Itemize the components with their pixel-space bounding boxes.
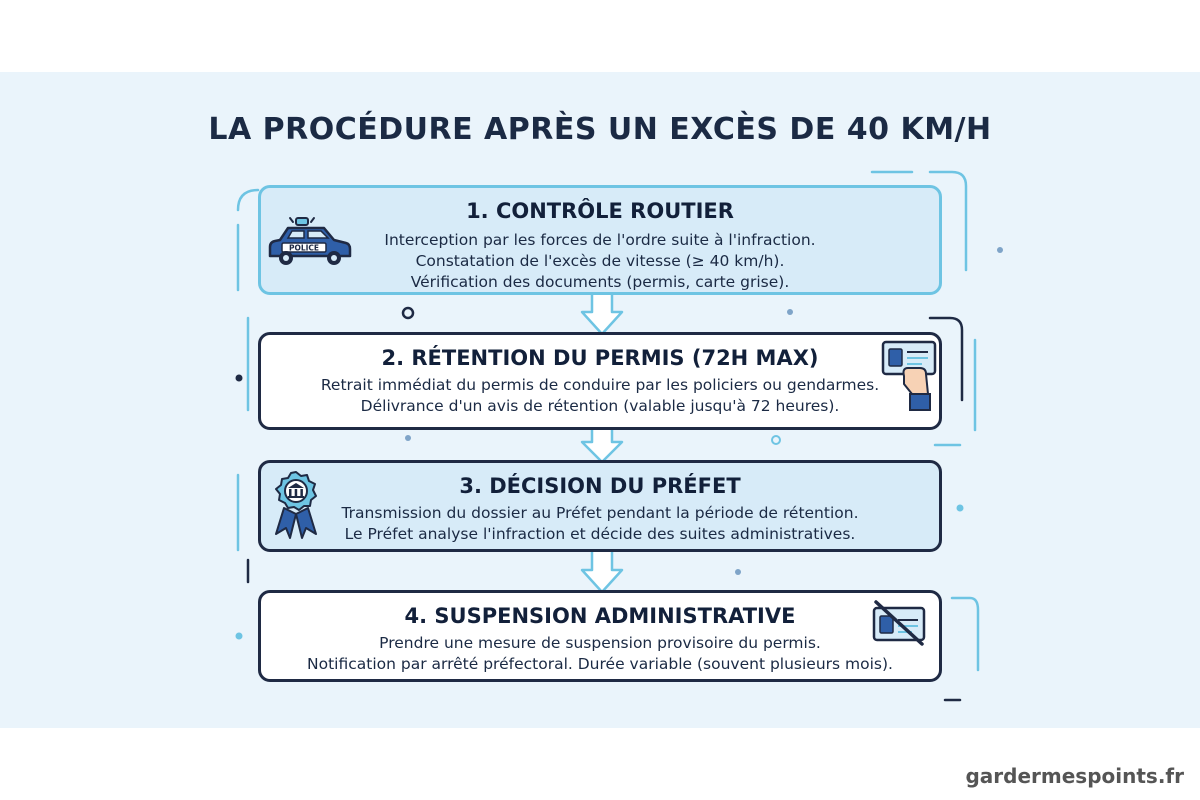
step-controle-routier: 1. CONTRÔLE ROUTIER Interception par les… [258,185,942,295]
arrow-down-icon [580,290,624,336]
step-heading: 1. CONTRÔLE ROUTIER [466,199,734,223]
police-label: POLICE [289,244,319,253]
prefecture-seal-icon [275,471,317,539]
step-line: Notification par arrêté préfectoral. Dur… [307,655,893,673]
step-heading: 2. RÉTENTION DU PERMIS (72H MAX) [381,346,819,370]
step-line: Constatation de l'excès de vitesse (≥ 40… [415,252,785,270]
page-title: LA PROCÉDURE APRÈS UN EXCÈS DE 40 KM/H [208,112,992,147]
step-line: Le Préfet analyse l'infraction et décide… [344,525,856,543]
step-line: Retrait immédiat du permis de conduire p… [320,376,880,394]
step-description: Prendre une mesure de suspension proviso… [261,633,939,675]
site-watermark: gardermespoints.fr [965,764,1184,788]
step-heading: 4. SUSPENSION ADMINISTRATIVE [404,604,796,628]
step-line: Délivrance d'un avis de rétention (valab… [360,397,840,415]
arrow-down-icon [580,548,624,594]
step-line: Interception par les forces de l'ordre s… [384,231,816,249]
step-description: Interception par les forces de l'ordre s… [261,230,939,293]
step-description: Retrait immédiat du permis de conduire p… [261,375,939,417]
step-suspension-administrative: 4. SUSPENSION ADMINISTRATIVE Prendre une… [258,590,942,682]
arrow-down-icon [580,424,624,464]
step-decision-prefet: 3. DÉCISION DU PRÉFET Transmission du do… [258,460,942,552]
step-heading: 3. DÉCISION DU PRÉFET [459,474,741,498]
hand-holding-license-icon [881,340,937,411]
step-line: Vérification des documents (permis, cart… [410,273,790,291]
step-line: Prendre une mesure de suspension proviso… [379,634,821,652]
suspended-license-icon [872,600,926,646]
step-retention-permis: 2. RÉTENTION DU PERMIS (72H MAX) Retrait… [258,332,942,430]
police-car-icon: POLICE [268,217,352,265]
step-description: Transmission du dossier au Préfet pendan… [261,503,939,545]
step-line: Transmission du dossier au Préfet pendan… [341,504,859,522]
